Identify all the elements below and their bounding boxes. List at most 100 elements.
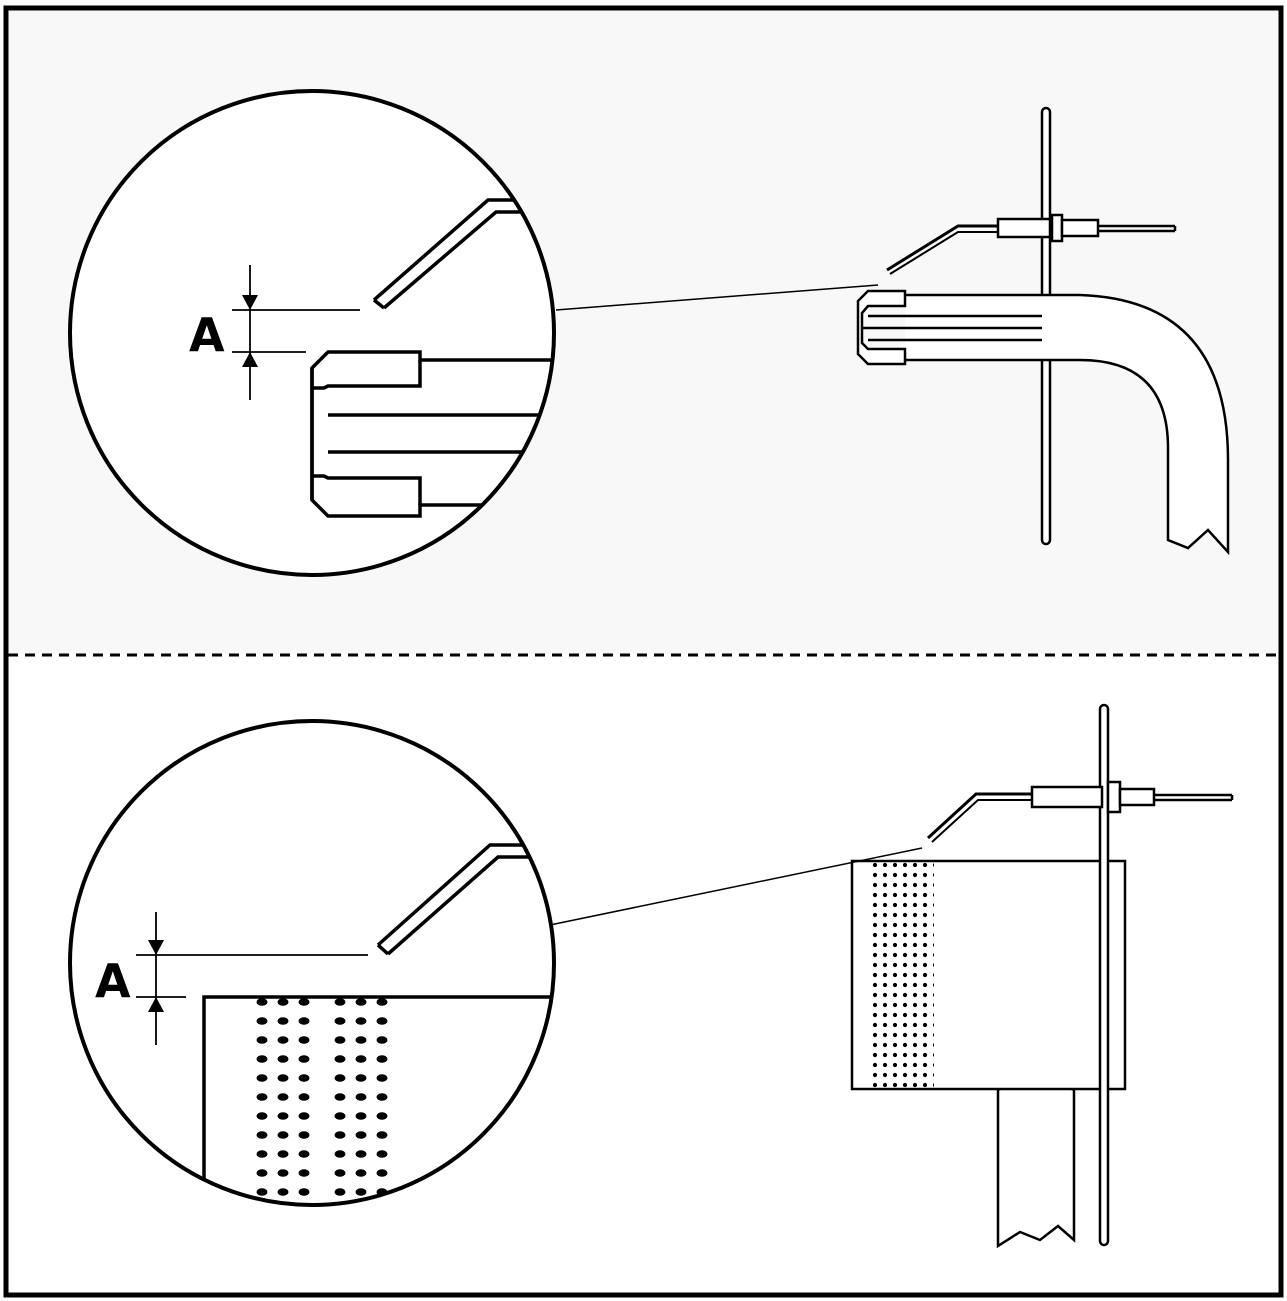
perforation-hole bbox=[376, 1131, 388, 1139]
lower-electrode-wire-inner bbox=[931, 799, 1032, 843]
perforation-hole bbox=[334, 1131, 346, 1139]
upper-gap-label: A bbox=[189, 308, 225, 362]
perforation-hole bbox=[277, 1150, 289, 1158]
perforation-hole bbox=[277, 1093, 289, 1101]
upper-burner-assembly bbox=[856, 106, 1230, 556]
lower-mounting-plate bbox=[1098, 703, 1110, 1247]
lower-electrode-wire bbox=[926, 792, 1032, 840]
upper-detail-nozzle-slot-bottom bbox=[312, 474, 422, 505]
perforation-hole bbox=[256, 1188, 268, 1196]
perforation-hole bbox=[277, 998, 289, 1006]
perforation-hole bbox=[355, 1131, 367, 1139]
perforation-hole bbox=[355, 1036, 367, 1044]
perforation-hole bbox=[256, 998, 268, 1006]
lower-detail-contents bbox=[202, 843, 554, 1205]
upper-electrode-wire bbox=[886, 224, 998, 272]
perforation-hole bbox=[277, 1036, 289, 1044]
perforation-hole bbox=[334, 1074, 346, 1082]
perforation-hole bbox=[298, 1169, 310, 1177]
upper-electrode-wire-inner bbox=[889, 231, 998, 275]
perforation-hole bbox=[334, 1188, 346, 1196]
perforation-hole bbox=[334, 1169, 346, 1177]
perforation-hole bbox=[298, 1036, 310, 1044]
perforation-hole bbox=[256, 1169, 268, 1177]
perforation-hole bbox=[376, 998, 388, 1006]
perforation-hole bbox=[256, 1093, 268, 1101]
lower-burner-perforations bbox=[872, 862, 934, 1087]
lower-detail-circle bbox=[68, 719, 556, 1207]
upper-leader-line bbox=[555, 284, 879, 311]
perforation-hole bbox=[355, 1017, 367, 1025]
upper-electrode-insulator bbox=[996, 217, 1052, 239]
upper-burner-tube bbox=[905, 293, 1230, 556]
lower-burner-assembly bbox=[850, 703, 1234, 1249]
upper-gap-arrow-down bbox=[242, 295, 258, 310]
perforation-hole bbox=[376, 1055, 388, 1063]
perforation-hole bbox=[376, 1093, 388, 1101]
perforation-hole bbox=[256, 1150, 268, 1158]
lower-detail-perforations bbox=[256, 998, 388, 1196]
perforation-hole bbox=[298, 1017, 310, 1025]
perforation-hole bbox=[355, 1169, 367, 1177]
perforation-hole bbox=[376, 1150, 388, 1158]
perforation-hole bbox=[256, 1112, 268, 1120]
upper-detail-nozzle-slot-top bbox=[312, 360, 422, 390]
upper-panel bbox=[68, 89, 1230, 577]
lower-electrode-lead bbox=[1154, 793, 1234, 802]
perforation-hole bbox=[277, 1169, 289, 1177]
perforation-hole bbox=[277, 1188, 289, 1196]
upper-electrode-lead bbox=[1098, 224, 1177, 233]
perforation-hole bbox=[256, 1074, 268, 1082]
perforation-hole bbox=[334, 998, 346, 1006]
perforation-hole bbox=[334, 1093, 346, 1101]
lower-leader-line bbox=[549, 847, 923, 926]
perforation-hole bbox=[277, 1112, 289, 1120]
perforation-hole bbox=[277, 1055, 289, 1063]
lower-gap-arrow-up bbox=[148, 997, 164, 1012]
perforation-hole bbox=[376, 1169, 388, 1177]
perforation-hole bbox=[298, 1188, 310, 1196]
perforation-hole bbox=[376, 1017, 388, 1025]
upper-detail-circle bbox=[68, 89, 556, 577]
perforation-hole bbox=[355, 1055, 367, 1063]
perforation-hole bbox=[256, 1055, 268, 1063]
lower-electrode-collar bbox=[1106, 780, 1122, 814]
lower-panel bbox=[68, 703, 1234, 1249]
perforation-hole bbox=[298, 1112, 310, 1120]
perforation-hole bbox=[256, 1036, 268, 1044]
perforation-hole bbox=[277, 1131, 289, 1139]
perforation-hole bbox=[355, 1188, 367, 1196]
lower-electrode-sleeve bbox=[1118, 787, 1156, 807]
perforation-hole bbox=[376, 1036, 388, 1044]
upper-gap-dimension bbox=[232, 265, 360, 400]
perforation-hole bbox=[376, 1074, 388, 1082]
lower-electrode-insulator bbox=[1030, 785, 1104, 809]
perforation-hole bbox=[298, 1074, 310, 1082]
perforation-hole bbox=[334, 1055, 346, 1063]
perforation-hole bbox=[298, 998, 310, 1006]
perforation-hole bbox=[334, 1112, 346, 1120]
perforation-hole bbox=[277, 1017, 289, 1025]
perforation-hole bbox=[256, 1017, 268, 1025]
lower-gas-pipe bbox=[996, 1078, 1076, 1249]
upper-gap-arrow-up bbox=[242, 352, 258, 367]
perforation-hole bbox=[334, 1036, 346, 1044]
perforation-hole bbox=[298, 1055, 310, 1063]
perforation-hole bbox=[355, 1074, 367, 1082]
perforation-hole bbox=[355, 1112, 367, 1120]
upper-electrode-sleeve bbox=[1060, 218, 1100, 238]
perforation-hole bbox=[355, 1093, 367, 1101]
lower-detail-burner-edge bbox=[202, 995, 554, 1205]
perforation-hole bbox=[334, 1150, 346, 1158]
perforation-hole bbox=[355, 1150, 367, 1158]
upper-electrode-collar bbox=[1050, 213, 1064, 243]
perforation-hole bbox=[277, 1074, 289, 1082]
perforation-hole bbox=[355, 998, 367, 1006]
perforation-hole bbox=[298, 1093, 310, 1101]
perforation-hole bbox=[376, 1112, 388, 1120]
upper-burner-nozzle bbox=[856, 289, 907, 366]
perforation-hole bbox=[256, 1131, 268, 1139]
perforation-hole bbox=[298, 1131, 310, 1139]
perforation-hole bbox=[334, 1017, 346, 1025]
